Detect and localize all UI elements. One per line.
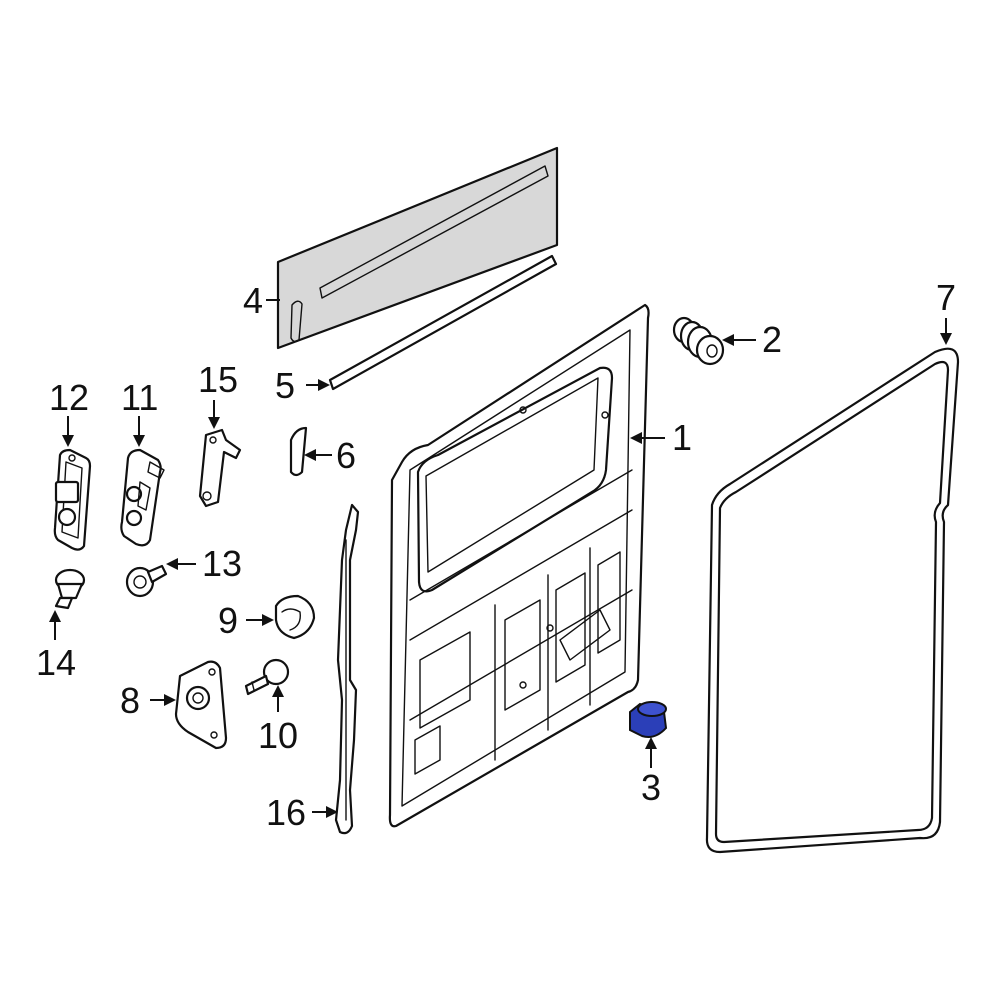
callout-2: 2 [722, 319, 782, 360]
callout-label-10: 10 [258, 715, 298, 756]
callout-3: 3 [641, 737, 661, 808]
part-1-door-shell[interactable] [388, 303, 650, 828]
part-5-belt-molding[interactable] [328, 254, 558, 391]
part-2-bumper[interactable] [672, 316, 725, 366]
callout-label-7: 7 [936, 277, 956, 318]
part-6-trim-piece[interactable] [289, 426, 308, 477]
part-8-mount-plate[interactable] [174, 660, 228, 750]
callout-5: 5 [275, 365, 330, 406]
callout-label-3: 3 [641, 767, 661, 808]
callout-label-11: 11 [121, 377, 158, 418]
callout-label-9: 9 [218, 600, 238, 641]
part-12-latch-plate[interactable] [53, 448, 92, 551]
part-11-striker[interactable] [120, 448, 165, 547]
callout-1: 1 [630, 417, 692, 458]
callout-15: 15 [198, 359, 238, 429]
part-4-window-glass[interactable] [276, 146, 559, 350]
part-14-pin[interactable] [54, 568, 86, 610]
part-16-channel[interactable] [334, 503, 360, 835]
callout-label-14: 14 [36, 642, 76, 683]
part-7-weatherstrip[interactable] [705, 347, 960, 854]
callout-13: 13 [166, 543, 242, 584]
callout-label-16: 16 [266, 792, 306, 833]
callout-8: 8 [120, 680, 176, 721]
callout-4: 4 [243, 280, 280, 321]
part-9-grommet[interactable] [274, 594, 316, 640]
callout-label-4: 4 [243, 280, 263, 321]
part-13-bolt[interactable] [125, 564, 168, 598]
callout-label-6: 6 [336, 435, 356, 476]
part-3-highlighted[interactable] [629, 701, 668, 738]
callout-14: 14 [36, 610, 76, 683]
callout-6: 6 [304, 435, 356, 476]
callout-16: 16 [266, 792, 338, 833]
callout-12: 12 [49, 377, 89, 447]
callout-label-5: 5 [275, 365, 295, 406]
callout-label-15: 15 [198, 359, 238, 400]
callout-label-13: 13 [202, 543, 242, 584]
callout-label-2: 2 [762, 319, 782, 360]
callout-11: 11 [121, 377, 158, 447]
callout-label-12: 12 [49, 377, 89, 418]
callout-label-1: 1 [672, 417, 692, 458]
callout-7: 7 [936, 277, 956, 345]
part-15-hinge-bracket[interactable] [198, 428, 242, 508]
callout-label-8: 8 [120, 680, 140, 721]
callout-10: 10 [258, 685, 298, 756]
part-10-stud[interactable] [244, 658, 290, 696]
callout-9: 9 [218, 600, 274, 641]
